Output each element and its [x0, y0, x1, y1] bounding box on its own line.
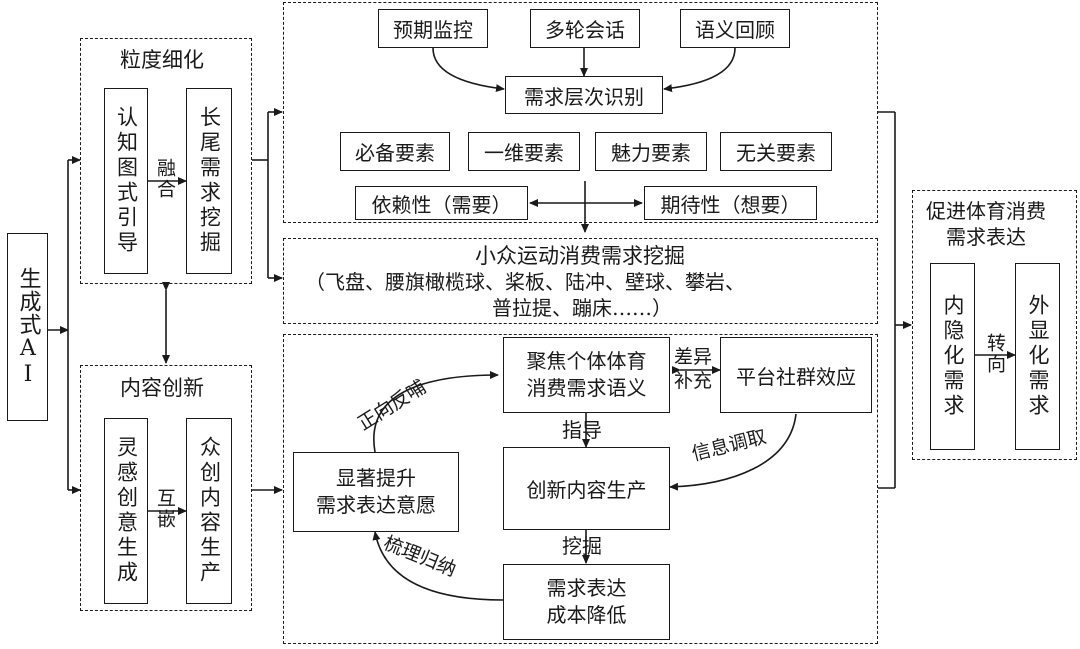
niche-sports-list-line2: 普拉提、蹦床……） — [492, 296, 672, 320]
expression-willingness-label: 显著提升 需求表达意愿 — [316, 466, 436, 517]
inspiration-box: 灵感创意生成 — [104, 418, 148, 604]
content-generation-panel — [283, 334, 878, 644]
granularity-group — [80, 38, 252, 284]
must-be-element-box: 必备要素 — [340, 132, 450, 171]
platform-community-box: 平台社群效应 — [720, 337, 872, 413]
niche-sports-panel — [283, 238, 878, 324]
implicit-demand-box: 内隐化需求 — [930, 263, 975, 450]
mining-label: 挖掘 — [562, 534, 602, 558]
dependency-label: 依赖性（需要） — [371, 192, 512, 217]
expectation-box: 期待性（想要） — [644, 186, 817, 220]
granularity-title: 粒度细化 — [120, 48, 204, 72]
platform-community-label: 平台社群效应 — [736, 364, 856, 389]
generative-ai-box: 生成式AI — [7, 233, 48, 421]
attractive-element-label: 魅力要素 — [611, 141, 691, 165]
must-be-element-label: 必备要素 — [355, 141, 435, 165]
demand-level-identification-box: 需求层次识别 — [505, 76, 663, 114]
innovative-content-box: 创新内容生产 — [503, 447, 670, 530]
long-tail-box: 长尾需求挖掘 — [186, 88, 232, 274]
expression-willingness-box: 显著提升 需求表达意愿 — [293, 452, 459, 532]
embedding-label: 互嵌 — [154, 488, 176, 530]
cognitive-schema-label: 认知图式引导 — [114, 106, 139, 256]
one-dimensional-element-box: 一维要素 — [468, 132, 580, 171]
promote-expression-panel — [912, 190, 1077, 460]
innovative-content-label: 创新内容生产 — [526, 478, 647, 502]
explicit-demand-label: 外显化需求 — [1026, 294, 1050, 419]
attractive-element-box: 魅力要素 — [595, 132, 707, 171]
niche-sports-list-line1: （飞盘、腰旗橄榄球、桨板、陆冲、壁球、攀岩、 — [305, 270, 745, 294]
expectation-label: 期待性（想要） — [660, 192, 801, 217]
content-innovation-title: 内容创新 — [120, 376, 204, 400]
one-dimensional-element-label: 一维要素 — [484, 141, 564, 165]
implicit-demand-label: 内隐化需求 — [941, 294, 965, 419]
semantic-review-label: 语义回顾 — [695, 18, 775, 42]
inspiration-label: 灵感创意生成 — [114, 436, 139, 586]
guide-label: 指导 — [562, 418, 602, 442]
difference-supplement-label: 差异 补充 — [674, 346, 713, 392]
crowd-content-box: 众创内容生产 — [186, 418, 232, 604]
long-tail-label: 长尾需求挖掘 — [197, 106, 222, 256]
multi-round-dialogue-label: 多轮会话 — [545, 18, 625, 42]
focus-semantics-label: 聚焦个体体育 消费需求语义 — [526, 349, 647, 400]
generative-ai-label: 生成式AI — [15, 266, 41, 388]
indifferent-element-box: 无关要素 — [720, 132, 832, 171]
cost-reduction-label: 需求表达 成本降低 — [546, 576, 627, 627]
demand-level-identification-label: 需求层次识别 — [524, 84, 644, 109]
cost-reduction-box: 需求表达 成本降低 — [503, 564, 670, 640]
indifferent-element-label: 无关要素 — [736, 141, 816, 165]
promote-expression-title: 促进体育消费 需求表达 — [926, 199, 1046, 249]
crowd-content-label: 众创内容生产 — [197, 436, 222, 586]
semantic-review-box: 语义回顾 — [680, 9, 790, 48]
niche-sports-title: 小众运动消费需求挖掘 — [475, 244, 685, 268]
content-innovation-group — [80, 365, 252, 611]
explicit-demand-box: 外显化需求 — [1015, 263, 1060, 450]
turn-label: 转向 — [984, 333, 1006, 375]
cognitive-schema-box: 认知图式引导 — [104, 88, 148, 274]
demand-level-panel — [283, 2, 878, 223]
fusion-label: 融合 — [154, 158, 176, 200]
dependency-box: 依赖性（需要） — [355, 186, 528, 220]
focus-semantics-box: 聚焦个体体育 消费需求语义 — [503, 337, 670, 413]
expectation-monitoring-label: 预期监控 — [393, 18, 473, 42]
expectation-monitoring-box: 预期监控 — [378, 9, 488, 48]
multi-round-dialogue-box: 多轮会话 — [530, 9, 640, 48]
